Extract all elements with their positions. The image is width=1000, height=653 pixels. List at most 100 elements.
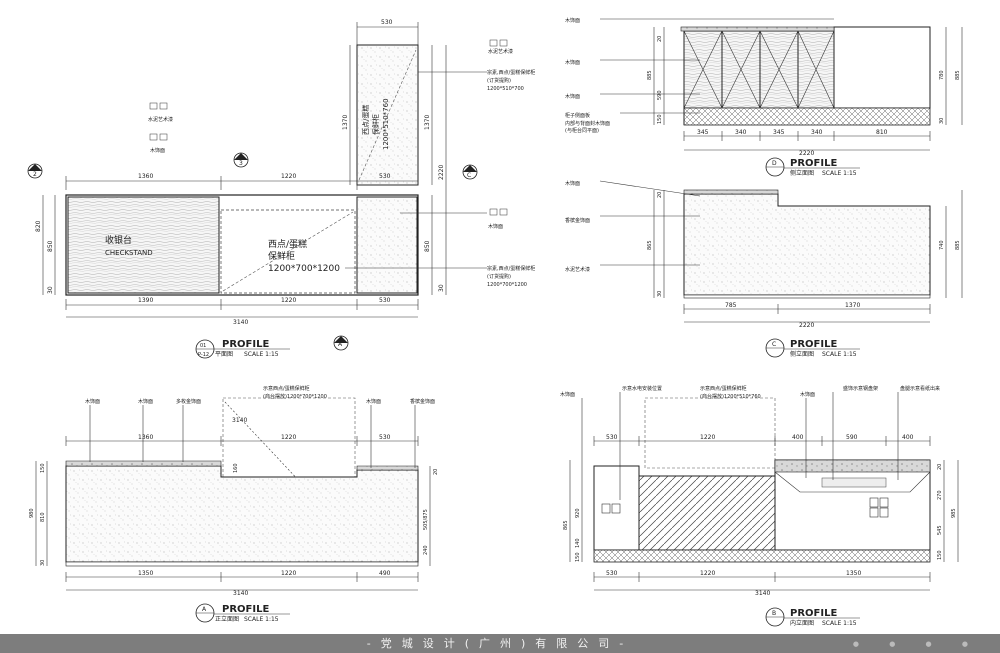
svg-text:盘腿示意看纸出来: 盘腿示意看纸出来 (900, 385, 940, 392)
svg-text:多枚金饰面: 多枚金饰面 (176, 398, 201, 405)
profile-d-title: D PROFILE 侧立面图 SCALE 1:15 (765, 157, 860, 177)
svg-text:2220: 2220 (799, 150, 814, 157)
svg-text:885: 885 (955, 70, 961, 80)
counter-side-c (683, 193, 931, 296)
plan-view: 530 西点/蛋糕 保鲜柜 1200*510*760 1370 1370 222… (27, 19, 535, 359)
profile-d-view: 木饰面 木饰面 木饰面 柜子侧面板 内部与背面封木饰面 (与柜台同平面) 20 … (565, 17, 963, 177)
svg-text:SCALE 1:15: SCALE 1:15 (244, 351, 279, 358)
svg-text:785: 785 (725, 302, 737, 309)
svg-text:PROFILE: PROFILE (222, 339, 269, 350)
svg-text:SCALE 1:15: SCALE 1:15 (822, 170, 857, 177)
svg-text:PROFILE: PROFILE (222, 604, 269, 615)
plan-dim-bot-3: 530 (379, 297, 391, 304)
svg-text:内立面图: 内立面图 (790, 619, 814, 627)
svg-text:490: 490 (379, 570, 391, 577)
svg-text:正立面图: 正立面图 (215, 615, 239, 623)
svg-text:20: 20 (657, 36, 663, 42)
svg-text:宗素,西点/蛋糕保鲜柜: 宗素,西点/蛋糕保鲜柜 (487, 69, 535, 76)
svg-text:920: 920 (575, 508, 581, 518)
svg-text:20: 20 (433, 469, 439, 475)
svg-text:(与柜台同平面): (与柜台同平面) (565, 127, 599, 134)
plan-dim-1370-left: 1370 (342, 115, 349, 130)
svg-text:示意西点/蛋糕保鲜柜: 示意西点/蛋糕保鲜柜 (700, 385, 747, 392)
svg-text:345: 345 (697, 129, 709, 136)
tall-cabinet-label-3: 1200*510*760 (382, 98, 390, 150)
svg-text:SCALE 1:15: SCALE 1:15 (822, 351, 857, 358)
svg-text:示意水电安装位置: 示意水电安装位置 (622, 385, 662, 392)
svg-text:木饰面: 木饰面 (565, 180, 580, 187)
callout-upper: 宗素,西点/蛋糕保鲜柜 (订货提购) 1200*510*700 (418, 69, 535, 92)
display-cabinet-b (638, 475, 776, 551)
svg-text:宗素,西点/蛋糕保鲜柜: 宗素,西点/蛋糕保鲜柜 (487, 265, 535, 272)
toe-kick-b (593, 549, 931, 563)
svg-text:30: 30 (657, 291, 663, 297)
svg-text:平面图: 平面图 (215, 351, 233, 358)
svg-text:865: 865 (563, 520, 569, 530)
plan-left-v-1: 820 (35, 220, 42, 232)
svg-text:木饰面: 木饰面 (138, 398, 153, 405)
profile-c-view: 木饰面 香槟金饰面 水泥艺术漆 20 865 30 740 885 785 13… (565, 180, 963, 358)
svg-text:(商台摆放)1200*700*1200: (商台摆放)1200*700*1200 (263, 393, 327, 400)
footer-decor-dots: ● ● ● ● (852, 640, 982, 648)
plan-dim-top-2: 1220 (281, 173, 296, 180)
svg-text:345: 345 (773, 129, 785, 136)
svg-text:530: 530 (379, 434, 391, 441)
svg-text:D: D (772, 160, 777, 167)
svg-text:侧立面图: 侧立面图 (790, 350, 814, 358)
tall-cabinet-label-1: 西点/蛋糕 (361, 105, 370, 135)
plan-dim-1370-right: 1370 (424, 115, 431, 130)
callout-mid: 木饰面 (400, 208, 508, 230)
right-counter-b (774, 459, 931, 551)
svg-text:240: 240 (423, 545, 429, 555)
wood-panel-d (683, 30, 835, 109)
svg-text:590: 590 (657, 90, 663, 100)
svg-text:木饰面: 木饰面 (85, 398, 100, 405)
svg-text:20: 20 (937, 464, 943, 470)
svg-text:1220: 1220 (281, 434, 296, 441)
plan-left-v-3: 30 (47, 286, 54, 294)
section-marker-c-plan: C (462, 164, 478, 180)
plan-dim-2220: 2220 (438, 165, 445, 180)
plan-dim-bot-2: 1220 (281, 297, 296, 304)
callout-top: 水泥艺术漆 (488, 39, 513, 55)
display-cabinet-ghost-b (644, 397, 776, 469)
svg-text:400: 400 (902, 434, 914, 441)
svg-text:270: 270 (937, 490, 943, 500)
svg-text:香槟金饰面: 香槟金饰面 (565, 217, 590, 224)
svg-text:590: 590 (846, 434, 858, 441)
checkstand-top-plan (67, 196, 220, 294)
svg-text:水泥艺术漆: 水泥艺术漆 (565, 266, 590, 273)
svg-text:865: 865 (647, 240, 653, 250)
section-marker-a-plan: A (333, 335, 349, 351)
svg-text:3: 3 (239, 160, 243, 167)
svg-text:A: A (202, 606, 207, 613)
plan-left-v-2: 850 (47, 240, 54, 252)
callout-lower: 宗素,西点/蛋糕保鲜柜 (订货提购) 1200*700*1200 (345, 265, 535, 288)
svg-text:2: 2 (33, 171, 37, 178)
svg-text:3140: 3140 (232, 417, 247, 424)
svg-text:(商台摆放)1200*510*760: (商台摆放)1200*510*760 (700, 393, 761, 400)
svg-text:木饰面: 木饰面 (565, 17, 580, 24)
svg-text:木饰面: 木饰面 (565, 59, 580, 66)
svg-text:150: 150 (575, 552, 581, 562)
svg-text:木饰面: 木饰面 (560, 391, 575, 398)
toe-kick-d (683, 107, 931, 126)
svg-text:985: 985 (951, 508, 957, 518)
svg-text:20: 20 (657, 192, 663, 198)
svg-text:400: 400 (792, 434, 804, 441)
svg-text:780: 780 (939, 70, 945, 80)
svg-text:1220: 1220 (700, 434, 715, 441)
svg-text:木饰面: 木饰面 (150, 147, 165, 154)
svg-text:340: 340 (735, 129, 747, 136)
svg-text:木饰面: 木饰面 (488, 223, 503, 230)
svg-text:1220: 1220 (281, 570, 296, 577)
svg-text:C: C (772, 341, 776, 348)
svg-text:885: 885 (647, 70, 653, 80)
svg-text:C: C (467, 172, 471, 179)
svg-text:示意西点/蛋糕保鲜柜: 示意西点/蛋糕保鲜柜 (263, 385, 310, 392)
profile-a-title: A PROFILE 正立面图 SCALE 1:15 (195, 603, 290, 623)
svg-text:2220: 2220 (799, 322, 814, 329)
counter-front-a (65, 465, 419, 563)
svg-text:3140: 3140 (233, 590, 248, 597)
